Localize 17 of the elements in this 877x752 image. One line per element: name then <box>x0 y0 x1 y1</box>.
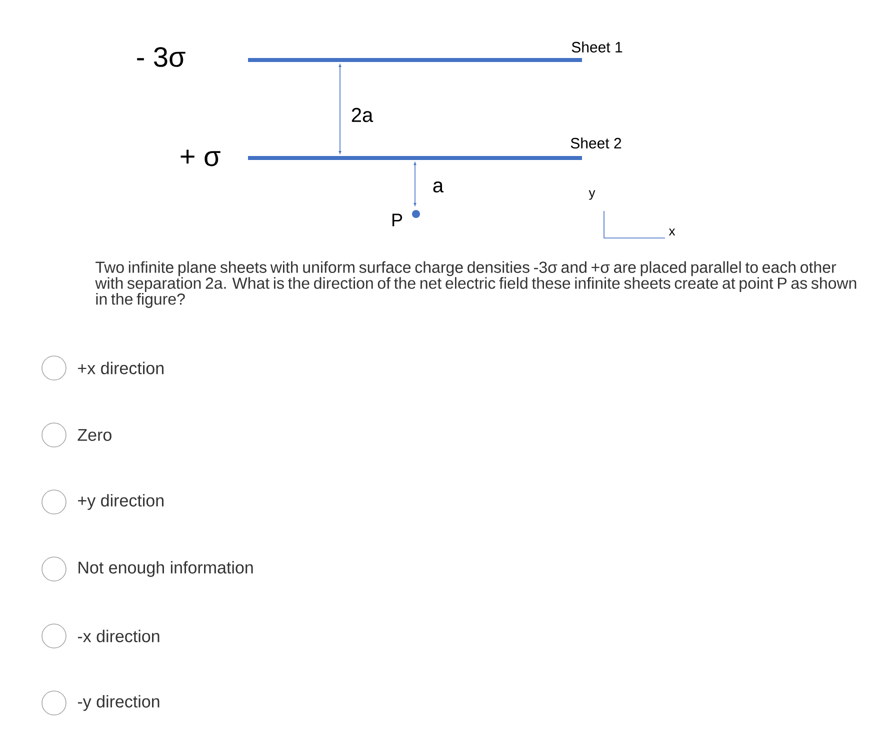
charge-label: + σ <box>180 150 220 166</box>
option-label: -x direction <box>78 630 160 642</box>
dimension-label: 2a <box>352 108 374 122</box>
point-dot <box>412 210 420 218</box>
axis-label: y <box>588 190 596 200</box>
question-text: Two infinite plane sheets with uniform surface charge densities -3σ and +σ are placed parallel to each other with separation 2a. What is the direction of the net electric field these infinite sheets create at point P as shown in the figure? <box>95 261 856 308</box>
option-label: Not enough information <box>78 561 253 577</box>
sheet-label: Sheet 1 <box>572 42 622 52</box>
dimension-label: a <box>433 182 444 192</box>
point-label: P <box>392 214 402 226</box>
option-label: -y direction <box>78 695 160 711</box>
option-label: Zero <box>78 429 112 441</box>
option-label: +y direction <box>78 494 164 510</box>
axis-label: x <box>668 228 676 236</box>
sheet-label: Sheet 2 <box>570 138 622 148</box>
option-label: +x direction <box>78 362 164 374</box>
charge-label: - 3σ <box>137 47 186 67</box>
